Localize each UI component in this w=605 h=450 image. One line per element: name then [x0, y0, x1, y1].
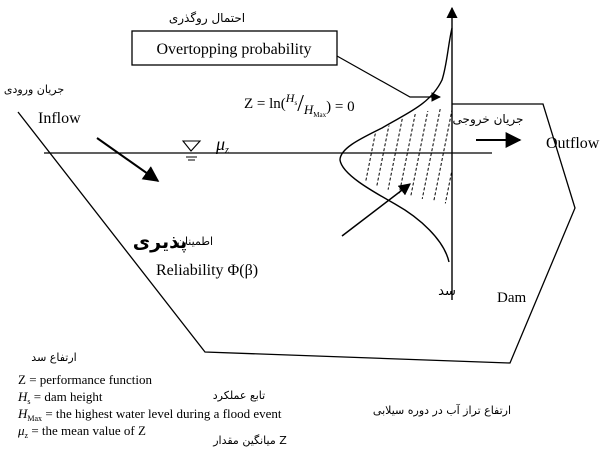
- legend-dam-height-fa: ارتفاع سد: [31, 351, 76, 364]
- reliability-label-fa-small: اطمینان: [177, 235, 213, 248]
- distribution-curve: [339, 27, 453, 263]
- legend-line-mean: μz = the mean value of Z: [17, 423, 146, 440]
- dam-label-fa: سد: [438, 284, 456, 299]
- outflow-label-fa: جریان خروجی: [453, 112, 524, 127]
- inflow-label-en: Inflow: [38, 110, 81, 127]
- reliability-label-fa-big: پذیری: [133, 231, 187, 253]
- overtopping-box: [131, 30, 338, 66]
- legend-line-dam-height: Hs = dam height: [17, 389, 103, 406]
- inflow-label-fa: جریان ورودی: [4, 83, 64, 96]
- overtopping-label-en: Overtopping probability: [156, 41, 311, 58]
- reliability-label-en: Reliability Φ(β): [156, 262, 258, 279]
- legend-line-performance: Z = performance function: [18, 372, 153, 387]
- z-equation: Z = ln(Hs/HMax) = 0: [244, 91, 355, 119]
- reliability-arrow: [341, 183, 411, 237]
- legend-water-level-fa: ارتفاع تراز آب در دوره سیلابی: [373, 403, 511, 417]
- outflow-label-en: Outflow: [546, 135, 600, 152]
- mu-z-label: μz: [215, 134, 229, 156]
- inflow-arrow: [96, 137, 160, 182]
- overtopping-arrow: [336, 55, 441, 102]
- water-level-marker: [181, 140, 202, 152]
- legend: ارتفاع سد Z = performance function Hs = …: [17, 351, 511, 447]
- overtopping-label-fa: احتمال روگذری: [169, 11, 245, 26]
- legend-performance-fa: تابع عملکرد: [213, 389, 265, 402]
- legend-line-highest-water: HMax = the highest water level during a …: [17, 406, 282, 423]
- reservoir-outline: [17, 103, 576, 364]
- reliability-hatch: [359, 108, 452, 204]
- legend-mean-fa: میانگین مقدار Z: [212, 434, 287, 447]
- dam-label-en: Dam: [497, 290, 526, 306]
